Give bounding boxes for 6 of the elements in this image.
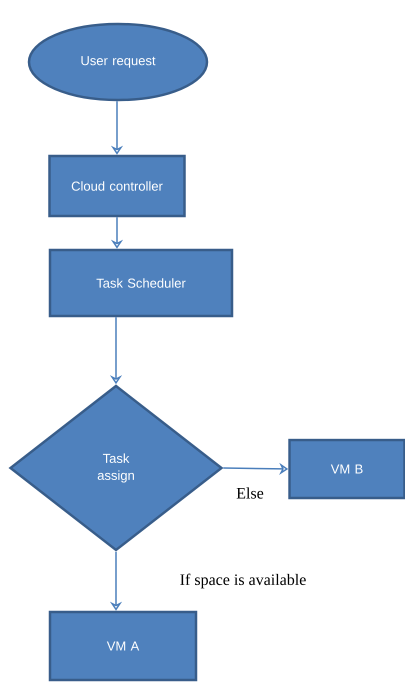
- edge-label: If space is available: [178, 572, 308, 590]
- process-box: Cloud controller: [48, 154, 186, 218]
- edge-label: Else: [235, 486, 265, 500]
- process-box: VM B: [288, 438, 405, 500]
- process-box: Task Scheduler: [48, 248, 234, 318]
- process-box: VM A: [48, 610, 198, 682]
